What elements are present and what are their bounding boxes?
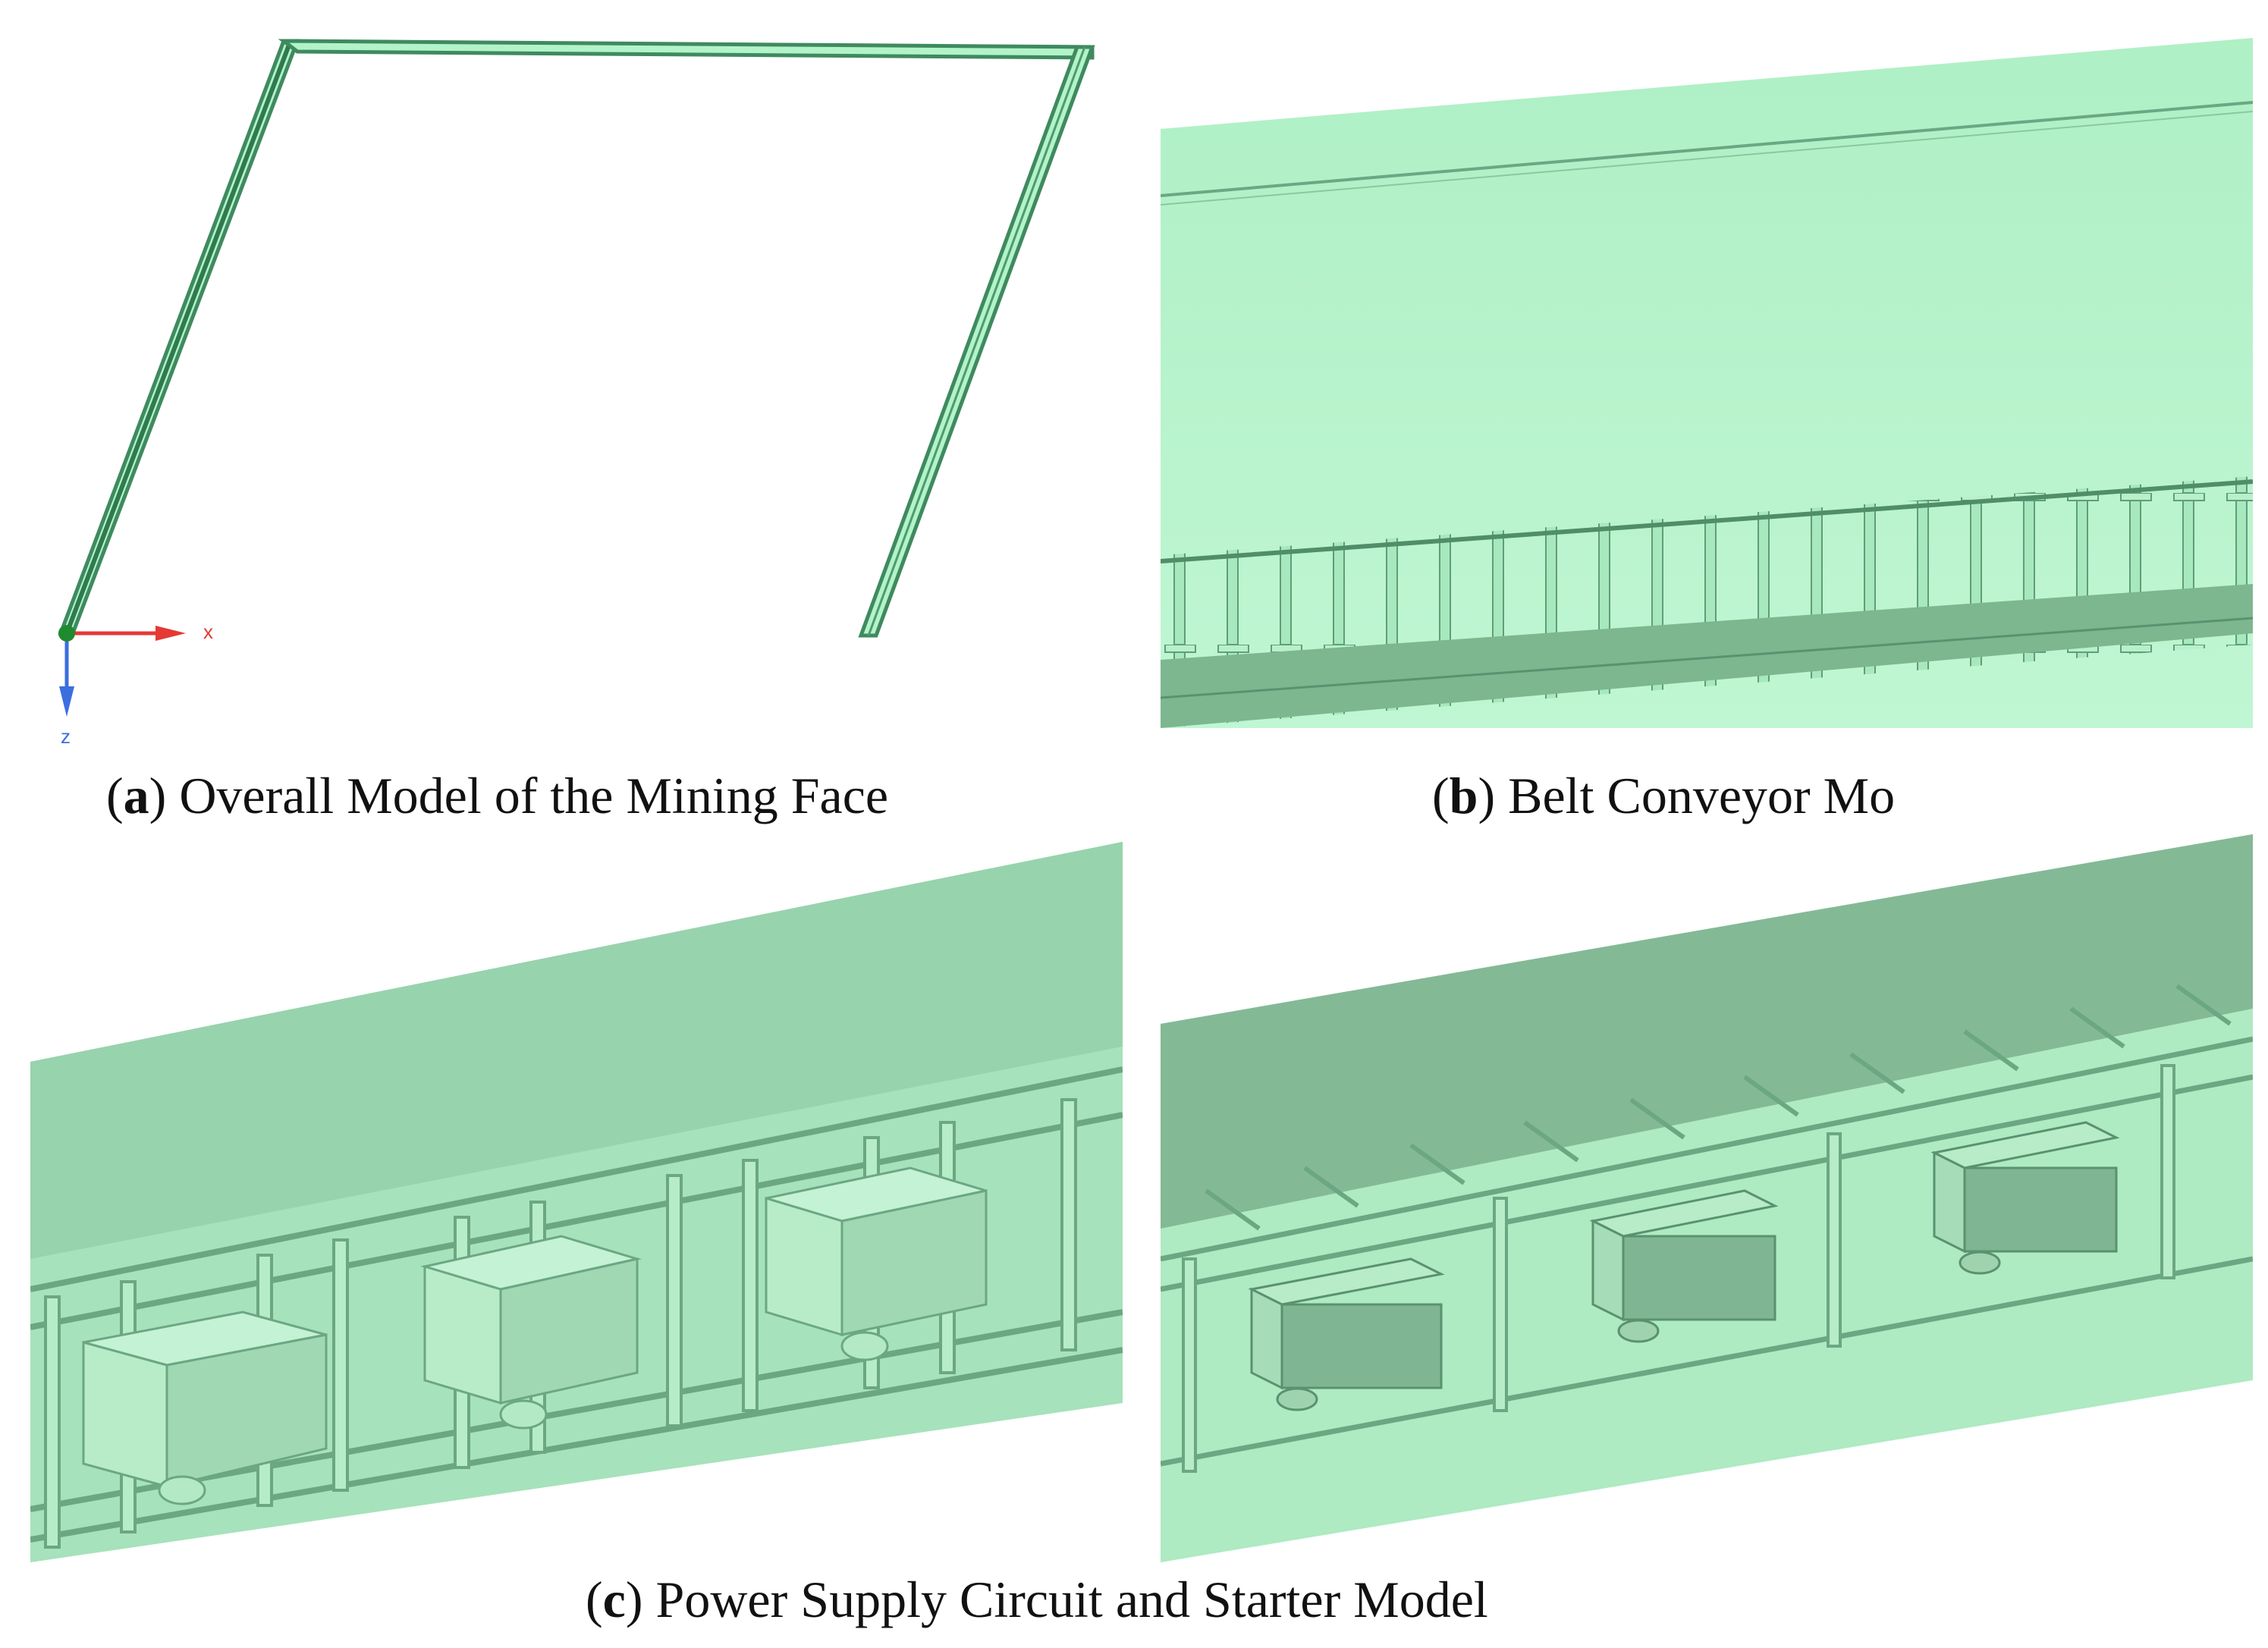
mining-face-frame — [58, 39, 1095, 638]
panel-a-overall-model: x z — [0, 0, 1123, 758]
power-supply-left-figure — [30, 842, 1123, 1562]
axis-z-label: z — [61, 725, 71, 748]
starter-box-r1 — [1248, 1257, 1445, 1390]
starter-box-r2 — [1589, 1189, 1779, 1322]
belt-conveyor-figure — [1161, 38, 2253, 728]
axis-x-label: x — [203, 620, 213, 643]
caption-a-letter: a — [123, 767, 149, 824]
panel-c-power-supply-right — [1161, 834, 2253, 1562]
overall-model-figure: x z — [58, 39, 1095, 748]
caption-a: (a) Overall Model of the Mining Face — [106, 767, 889, 824]
caption-b-text: Belt Conveyor Mo — [1508, 767, 1896, 824]
starter-boxes-right — [1248, 1121, 2120, 1390]
wheels-right — [1276, 1251, 2001, 1411]
caption-b-letter: b — [1449, 767, 1478, 824]
caption-a-text: Overall Model of the Mining Face — [179, 767, 889, 824]
caption-c-letter: c — [602, 1571, 626, 1628]
starter-box-1 — [82, 1311, 328, 1488]
panel-c-power-supply-left — [30, 842, 1123, 1562]
axis-triad: x z — [58, 620, 213, 748]
starter-boxes — [82, 1166, 988, 1488]
starter-box-r3 — [1930, 1121, 2120, 1254]
starter-box-3 — [765, 1166, 988, 1337]
caption-c-text: Power Supply Circuit and Starter Model — [655, 1571, 1488, 1628]
crossbars — [1205, 984, 2232, 1231]
power-supply-right-figure — [1161, 834, 2253, 1562]
panel-b-belt-conveyor — [1161, 38, 2253, 728]
caption-c: (c) Power Supply Circuit and Starter Mod… — [586, 1571, 1488, 1628]
caption-b: (b) Belt Conveyor Mo — [1432, 767, 1896, 824]
wheels — [158, 1331, 889, 1505]
starter-box-2 — [420, 1235, 642, 1405]
rack-rails-right — [1161, 1036, 2253, 1467]
rack-posts-right — [1182, 1064, 2175, 1473]
